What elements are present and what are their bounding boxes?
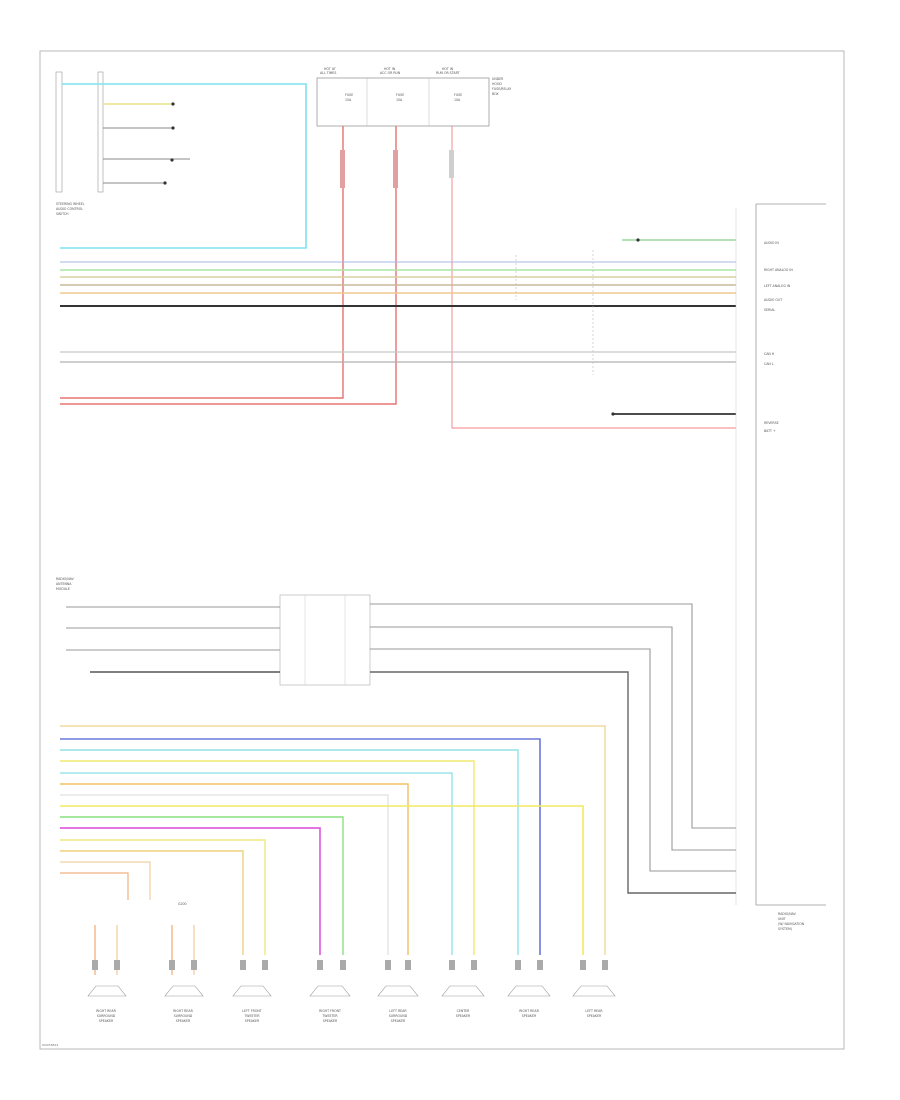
speaker-2-name-2: SPEAKER <box>245 1019 260 1023</box>
speaker-1-name-2: SPEAKER <box>176 1019 191 1023</box>
speaker-3-name-1: TWEETER <box>321 1014 338 1018</box>
harness-bus <box>60 238 736 416</box>
fuse-2-sub: RUN OR START <box>436 71 460 75</box>
radio-nav-module: AUDIO IN RIGHT ANALOG IN LEFT ANALOG IN … <box>735 203 826 931</box>
fuse-1-sub: ACC OR RUN <box>380 71 401 75</box>
module-pin-0: AUDIO IN <box>764 241 779 245</box>
fuse-0-title: HOT AT <box>324 67 336 71</box>
speaker-6: RIGHT REAR SPEAKER <box>507 960 551 1018</box>
speaker-1-name-0: RIGHT REAR <box>173 1009 193 1013</box>
speaker-harness <box>60 725 606 955</box>
fuse-2-amp: 10A <box>454 98 461 102</box>
fuse-1-title: HOT IN <box>384 67 396 71</box>
fuse-0-amp: 15A <box>345 98 352 102</box>
footer-code: W0058814 <box>42 1043 58 1047</box>
speaker-5-name-1: SPEAKER <box>456 1014 471 1018</box>
fuse-box: HOT AT ALL TIMES HOT IN ACC OR RUN HOT I… <box>316 67 511 127</box>
module-pin-7: REVERSE <box>764 421 779 425</box>
antenna-label-1: ANTENNA <box>56 582 72 586</box>
speaker-3: RIGHT FRONT TWEETER SPEAKER <box>309 960 351 1023</box>
speaker-6-name-0: RIGHT REAR <box>519 1009 539 1013</box>
speaker-5-name-0: CENTER <box>457 1009 471 1013</box>
speaker-0-name-0: RIGHT REAR <box>96 1009 116 1013</box>
fuse-0-sub: ALL TIMES <box>320 71 336 75</box>
speaker-7: LEFT REAR SPEAKER <box>572 960 616 1018</box>
fuse-box-label-1: HOOD <box>492 82 502 86</box>
antenna-label-0: RADIO/NAV <box>56 577 75 581</box>
module-pin-1: RIGHT ANALOG IN <box>764 268 793 272</box>
fuse-box-label-3: BOX <box>492 92 499 96</box>
module-pin-2: LEFT ANALOG IN <box>764 284 791 288</box>
speaker-4: LEFT REAR SURROUND SPEAKER <box>377 960 419 1023</box>
fuse-0-fuse: FUSE <box>345 93 353 97</box>
module-pin-8: BATT + <box>764 429 776 433</box>
fuse-box-label-0: UNDER <box>492 77 504 81</box>
module-label-0: RADIO/NAV <box>778 912 797 916</box>
antenna-block: RADIO/NAV ANTENNA MODULE <box>56 577 736 894</box>
speaker-2-name-1: TWEETER <box>243 1014 260 1018</box>
speaker-5: CENTER SPEAKER <box>441 960 485 1018</box>
speaker-2-name-0: LEFT FRONT <box>242 1009 261 1013</box>
speaker-2: LEFT FRONT TWEETER SPEAKER <box>232 960 272 1023</box>
speaker-4-name-1: SURROUND <box>389 1014 408 1018</box>
module-pin-3: AUDIO OUT <box>764 298 782 302</box>
module-pin-5: CAN H <box>764 352 775 356</box>
steering-switch-block: STEERING WHEEL AUDIO CONTROL SWITCH <box>55 71 307 249</box>
speaker-7-name-1: SPEAKER <box>587 1014 602 1018</box>
speaker-0: RIGHT REAR SURROUND SPEAKER <box>87 925 127 1023</box>
module-label-1: UNIT <box>778 917 786 921</box>
fuse-2-title: HOT IN <box>442 67 454 71</box>
fuse-wires <box>60 126 736 429</box>
module-label-2: (W/ NAVIGATION <box>778 922 805 926</box>
diagram-border <box>39 50 845 1050</box>
speaker-0-name-1: SURROUND <box>97 1014 116 1018</box>
fuse-1-amp: 10A <box>396 98 403 102</box>
fuse-1-fuse: FUSE <box>396 93 404 97</box>
speaker-6-name-1: SPEAKER <box>522 1014 537 1018</box>
fuse-2-fuse: FUSE <box>454 93 462 97</box>
fuse-box-label-2: FUSE/RELAY <box>492 87 511 91</box>
speaker-3-name-0: RIGHT FRONT <box>319 1009 341 1013</box>
speakers-row: RIGHT REAR SURROUND SPEAKER RIGHT REAR S… <box>87 925 616 1023</box>
speaker-1-name-1: SURROUND <box>174 1014 193 1018</box>
antenna-label-2: MODULE <box>56 587 70 591</box>
speaker-1: RIGHT REAR SURROUND SPEAKER <box>164 925 204 1023</box>
steering-switch-label-0: STEERING WHEEL <box>56 202 85 206</box>
module-pin-4: SERIAL <box>764 308 775 312</box>
speaker-7-name-0: LEFT REAR <box>585 1009 603 1013</box>
speaker-4-name-2: SPEAKER <box>391 1019 406 1023</box>
speaker-3-name-2: SPEAKER <box>323 1019 338 1023</box>
module-label-3: SYSTEM) <box>778 927 792 931</box>
speaker-0-name-2: SPEAKER <box>99 1019 114 1023</box>
ground-label: G200 <box>178 902 187 906</box>
steering-switch-label-2: SWITCH <box>56 212 69 216</box>
speaker-4-name-0: LEFT REAR <box>389 1009 407 1013</box>
steering-switch-label-1: AUDIO CONTROL <box>56 207 83 211</box>
module-pin-6: CAN L <box>764 362 774 366</box>
